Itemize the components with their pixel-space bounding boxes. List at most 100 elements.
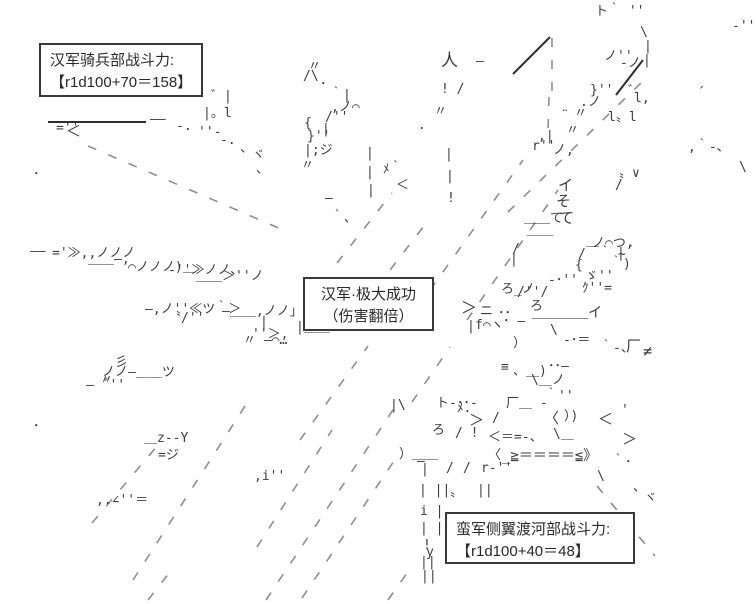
stat-box-han-cavalry-title: 汉军骑兵部战斗力:: [50, 52, 175, 69]
aa-fragment: ＞: [622, 430, 638, 448]
aa-fragment: /'': [325, 110, 349, 125]
aa-fragment: -''～: [732, 19, 756, 34]
aa-fragment: ＜: [396, 178, 410, 193]
aa-speed-line: [507, 80, 644, 213]
aa-fragment: /: [512, 242, 520, 257]
aa-fragment: !: [423, 538, 431, 553]
aa-speed-line: [411, 346, 451, 403]
aa-fragment: |: [445, 147, 453, 162]
aa-fragment: ´: [697, 86, 705, 101]
aa-fragment: ろ_ノ: [501, 282, 535, 297]
aa-speed-line: [132, 402, 248, 581]
aa-fragment: ﾒ.: [457, 401, 472, 416]
aa-fragment: y: [426, 545, 434, 560]
aa-fragment: -･'': [548, 273, 578, 288]
aa-fragment: ―: [417, 454, 425, 469]
aa-fragment: ろ: [530, 299, 544, 314]
result-box-effect: （伤害翻倍）: [323, 307, 414, 325]
aa-speed-line: [387, 565, 413, 601]
aa-fragment: ||: [477, 483, 493, 498]
aa-fragment: ――: [150, 112, 166, 127]
aa-fragment: ! /: [441, 82, 465, 97]
aa-fragment: ¨: [561, 109, 569, 124]
aa-fragment: ,i'': [254, 469, 286, 484]
aa-fragment: 〃: [566, 123, 580, 138]
aa-fragment: ＿＿＿＿イ: [532, 305, 602, 321]
aa-speed-line: [87, 145, 289, 233]
aa-fragment: ―＿＿,ノノ｣: [222, 304, 297, 319]
aa-fragment: ~: [618, 247, 626, 262]
aa-fragment: 、: [240, 141, 254, 156]
aa-fragment: ゛: [628, 84, 642, 99]
aa-fragment: ノノ―＿＿ツ: [102, 365, 175, 380]
aa-fragment: ――: [30, 244, 46, 259]
aa-fragment: -･＝: [563, 333, 591, 348]
aa-speed-line: [336, 192, 393, 264]
aa-fragment: }'': [307, 129, 331, 144]
aa-fragment: 彡: [115, 355, 129, 370]
aa-fragment: ': [621, 403, 629, 418]
aa-fragment: 、: [256, 162, 270, 177]
aa-speed-line: [147, 567, 174, 601]
aa-fragment: r'': [532, 139, 556, 154]
aa-fragment: \: [640, 25, 648, 40]
aa-fragment: ―,ノ''≪ツ｀＞: [145, 302, 242, 317]
aa-fragment: -.: [176, 119, 192, 134]
aa-fragment: \: [739, 160, 747, 175]
aa-fragment: ｀|: [330, 88, 351, 103]
aa-fragment: ⌒ノノノ)＿: [128, 260, 196, 275]
aa-fragment: ＜: [66, 122, 82, 140]
aa-solid-line: [615, 59, 644, 96]
aa-fragment: /: [463, 461, 471, 476]
aa-fragment: 〈: [544, 409, 560, 427]
aa-fragment: ＜＝=-、: [488, 430, 543, 445]
aa-fragment: 〃 ―⌒…: [243, 333, 288, 348]
stat-box-man-flank: 蛮军侧翼渡河部战斗力: 【r1d100+40＝48】: [445, 512, 635, 564]
stat-box-man-flank-title: 蛮军侧翼渡河部战斗力:: [456, 521, 611, 538]
aa-fragment: \＿ノ: [531, 373, 565, 388]
aa-fragment: |｀: [617, 246, 638, 261]
aa-fragment: 〈: [488, 448, 502, 463]
aa-fragment: ''＞,: [252, 327, 289, 342]
aa-fragment: 〟: [450, 485, 464, 500]
aa-fragment: ''-: [198, 125, 222, 140]
aa-fragment: |: [366, 146, 374, 161]
aa-fragment: ='': [56, 121, 80, 136]
aa-fragment: ='≫,,ノノノ: [52, 246, 136, 261]
aa-fragment: ,|: [538, 129, 554, 144]
aa-fragment: -.: [220, 133, 236, 148]
aa-fragment: ノ,: [553, 143, 574, 158]
aa-speed-line: [301, 454, 399, 599]
aa-fragment: ｸ''=: [582, 281, 612, 296]
aa-fragment: \＿: [553, 427, 574, 442]
aa-fragment: そ: [556, 192, 572, 210]
aa-fragment: ）: [513, 336, 527, 351]
aa-fragment: |: [446, 169, 454, 184]
aa-fragment: 〃: [574, 106, 588, 121]
aa-fragment: ﾒ｀: [383, 162, 403, 177]
aa-fragment: ＿＿て: [524, 211, 564, 226]
aa-fragment: ヾ: [644, 491, 658, 506]
aa-fragment: ト｀ '': [595, 4, 645, 19]
aa-fragment: ･･―: [548, 359, 569, 374]
aa-fragment: ヾ: [252, 148, 266, 163]
aa-fragment: 〃: [100, 373, 114, 388]
aa-fragment: -''≫ノノ、: [168, 263, 244, 278]
aa-fragment: _≧＝＝＝＝≦》: [502, 448, 598, 464]
aa-fragment: ･: [320, 77, 327, 92]
aa-fragment: て: [559, 209, 575, 227]
aa-fragment: / !: [455, 426, 479, 441]
aa-fragment: ＜: [598, 410, 614, 428]
aa-fragment: 厂: [626, 337, 642, 355]
aa-fragment: イ: [558, 176, 574, 194]
aa-fragment: ）＿＿: [399, 447, 439, 462]
aa-fragment: ―: [476, 54, 484, 69]
aa-fragment: ノ'': [604, 49, 633, 64]
result-box-critical-success: 汉军·极大成功 （伤害翻倍）: [303, 277, 434, 331]
aa-fragment: .ノ: [580, 95, 601, 110]
aa-fragment: |。l: [203, 106, 232, 121]
aa-fragment: r-'': [481, 461, 513, 476]
aa-fragment: ゞ'': [585, 269, 614, 284]
aa-fragment: ･ ―: [503, 314, 526, 329]
